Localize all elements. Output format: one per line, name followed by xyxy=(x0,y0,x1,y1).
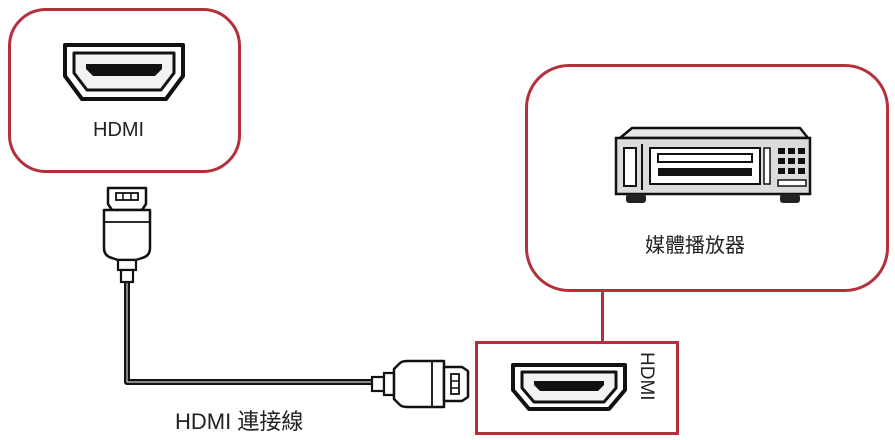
media-player-icon xyxy=(614,126,812,203)
hdmi-plug-icon xyxy=(370,359,470,409)
media-player-label: 媒體播放器 xyxy=(645,235,745,257)
hdmi-port-icon xyxy=(511,363,627,411)
hdmi-plug-icon xyxy=(102,186,152,284)
hdmi-port-icon xyxy=(63,43,185,101)
display-hdmi-label: HDMI xyxy=(93,119,145,141)
input-hdmi-label: HDMI xyxy=(636,352,657,401)
connector-line xyxy=(601,291,604,343)
hdmi-cable-label: HDMI 連接線 xyxy=(175,409,304,434)
